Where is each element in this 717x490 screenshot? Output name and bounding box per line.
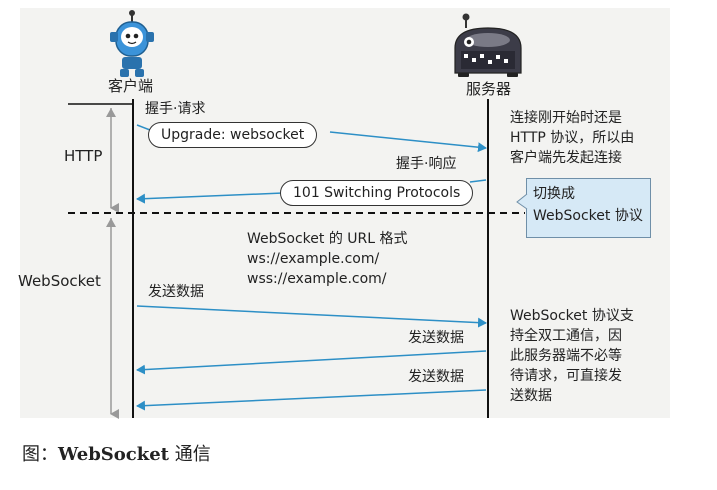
connection-start-note-line: 客户端先发起连接 — [510, 150, 622, 166]
switching-response-arrow — [136, 179, 487, 204]
robot-server-icon — [454, 13, 522, 77]
send-data-label-3: 发送数据 — [408, 369, 464, 385]
full-duplex-note-line: WebSocket 协议支 — [510, 308, 634, 324]
handshake-request-label: 握手·请求 — [145, 101, 206, 117]
connection-start-note-line: 连接刚开始时还是 — [510, 110, 622, 126]
switch-note-pointer — [516, 194, 528, 210]
websocket-phase-label: WebSocket — [18, 272, 101, 290]
send-data-arrow-client-to-server — [136, 305, 487, 328]
full-duplex-note: WebSocket 协议支 持全双工通信，因 此服务器端不必等 待请求，可直接发… — [510, 306, 634, 406]
url-format-ws: ws://example.com/ — [247, 251, 380, 267]
send-data-label-2: 发送数据 — [408, 330, 464, 346]
send-data-arrow-server-to-client-1 — [136, 350, 487, 375]
switch-note-line: WebSocket 协议 — [533, 208, 643, 224]
upgrade-request-arrow — [136, 124, 487, 153]
handshake-response-label: 握手·响应 — [396, 156, 457, 172]
switch-protocol-note: 切换成 WebSocket 协议 — [526, 178, 651, 238]
send-data-arrow-server-to-client-2 — [136, 389, 487, 411]
caption-prefix: 图： — [22, 444, 58, 465]
switch-note-line: 切换成 — [533, 186, 575, 202]
full-duplex-note-line: 此服务器端不必等 — [510, 348, 622, 364]
connection-start-note: 连接刚开始时还是 HTTP 协议，所以由 客户端先发起连接 — [510, 108, 634, 168]
full-duplex-note-line: 待请求，可直接发 — [510, 368, 622, 384]
switching-protocols-bubble: 101 Switching Protocols — [280, 180, 474, 206]
url-format-block: WebSocket 的 URL 格式 ws://example.com/ wss… — [247, 229, 408, 289]
robot-client-icon — [110, 10, 154, 77]
full-duplex-note-line: 送数据 — [510, 388, 552, 404]
http-phase-label: HTTP — [64, 147, 103, 165]
caption-bold: WebSocket — [58, 444, 169, 465]
upgrade-header-bubble: Upgrade: websocket — [148, 122, 318, 148]
url-format-wss: wss://example.com/ — [247, 271, 387, 287]
figure-caption: 图：WebSocket 通信 — [22, 443, 211, 467]
send-data-label-1: 发送数据 — [148, 284, 204, 300]
client-label: 客户端 — [108, 77, 154, 95]
full-duplex-note-line: 持全双工通信，因 — [510, 328, 622, 344]
connection-start-note-line: HTTP 协议，所以由 — [510, 130, 635, 146]
caption-suffix: 通信 — [169, 444, 211, 465]
url-format-title: WebSocket 的 URL 格式 — [247, 231, 408, 247]
server-label: 服务器 — [466, 80, 512, 98]
